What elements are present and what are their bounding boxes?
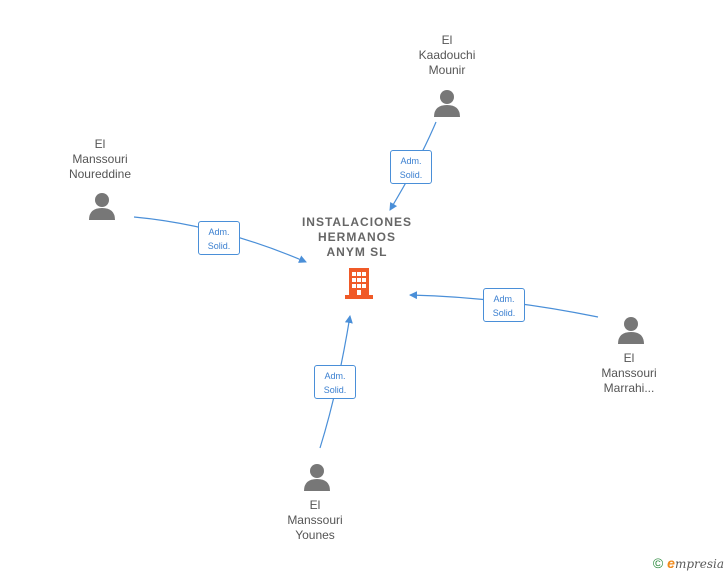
person-icon[interactable] <box>432 88 462 118</box>
person-name-line: Manssouri <box>601 366 657 380</box>
person-label-younes[interactable]: El Manssouri Younes <box>255 498 375 543</box>
person-icon[interactable] <box>616 315 646 345</box>
relation-label-younes[interactable]: Adm. Solid. <box>314 365 356 399</box>
person-icon[interactable] <box>302 462 332 492</box>
person-name-line: Noureddine <box>68 167 132 181</box>
person-label-marrahi[interactable]: El Manssouri Marrahi... <box>569 351 689 396</box>
relation-label-line: Solid. <box>492 308 516 318</box>
person-name-line: El <box>623 351 635 365</box>
relation-label-line: Solid. <box>207 241 231 251</box>
relation-label-line: Adm. <box>208 227 230 237</box>
building-icon[interactable] <box>343 266 375 300</box>
person-name-line: Manssouri <box>72 152 128 166</box>
person-name-line: El <box>94 137 106 151</box>
relation-label-line: Adm. <box>324 371 346 381</box>
brand-logo-text: mpresia <box>674 557 724 571</box>
person-label-noureddine[interactable]: El Manssouri Noureddine <box>40 137 160 182</box>
person-name-line: Younes <box>295 528 335 542</box>
person-name-line: El <box>441 33 453 47</box>
company-name[interactable]: INSTALACIONES HERMANOS ANYM SL <box>287 215 427 260</box>
person-label-kaadouchi[interactable]: El Kaadouchi Mounir <box>387 33 507 78</box>
relation-label-line: Solid. <box>323 385 347 395</box>
person-name-line: Manssouri <box>287 513 343 527</box>
relation-label-noureddine[interactable]: Adm. Solid. <box>198 221 240 255</box>
person-icon[interactable] <box>87 191 117 221</box>
company-name-line: INSTALACIONES <box>301 215 413 229</box>
relation-label-marrahi[interactable]: Adm. Solid. <box>483 288 525 322</box>
copyright-icon: © <box>652 555 664 571</box>
person-name-line: Marrahi... <box>603 381 655 395</box>
person-name-line: Mounir <box>428 63 466 77</box>
brand-logo-initial: e <box>667 555 675 571</box>
company-name-line: HERMANOS <box>317 230 396 244</box>
relation-label-kaadouchi[interactable]: Adm. Solid. <box>390 150 432 184</box>
company-name-line: ANYM SL <box>326 245 388 259</box>
brand-footer[interactable]: ©empresia <box>653 555 724 571</box>
relation-label-line: Adm. <box>400 156 422 166</box>
person-name-line: El <box>309 498 321 512</box>
relation-label-line: Solid. <box>399 170 423 180</box>
relation-label-line: Adm. <box>493 294 515 304</box>
person-name-line: Kaadouchi <box>418 48 476 62</box>
